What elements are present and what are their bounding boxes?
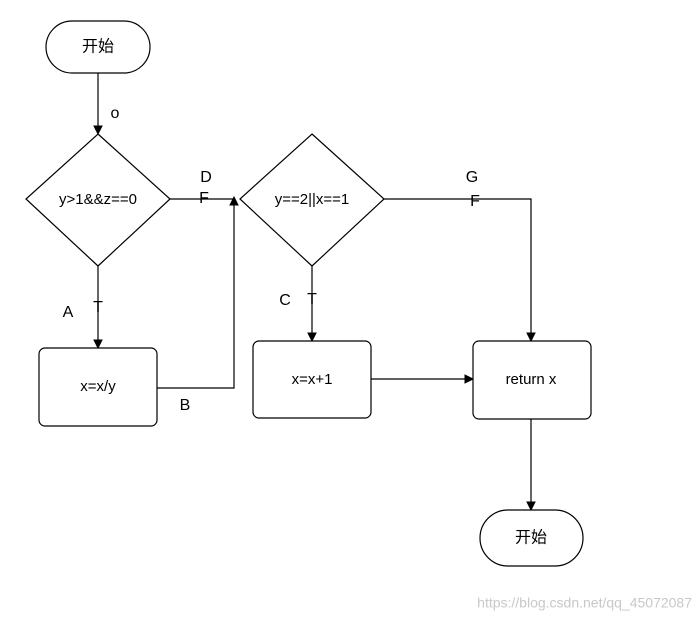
return-box — [472, 340, 592, 420]
assign-1-box — [38, 347, 158, 427]
return-label: return x — [506, 371, 557, 388]
edge-label-g: G — [466, 169, 478, 186]
assign-1-label: x=x/y — [80, 378, 116, 395]
edge-label-f2: F — [470, 193, 480, 210]
assign-2-label: x=x+1 — [292, 371, 333, 388]
arrowhead-cond1 — [93, 125, 103, 136]
condition-2-diamond — [239, 133, 385, 267]
edge-label-a: A — [63, 304, 74, 321]
edge-label-d: D — [200, 169, 212, 186]
start-terminal — [45, 20, 151, 74]
start-label: 开始 — [82, 37, 114, 56]
edge-label-f1: F — [199, 190, 209, 207]
arrowhead-end — [526, 501, 536, 512]
arrowhead-return-left — [464, 374, 475, 384]
edge-label-t1: T — [93, 299, 103, 316]
edge-label-t2: T — [307, 291, 317, 308]
edge-assign1-to-cond2 — [157, 205, 235, 389]
edge-label-c: C — [279, 292, 291, 309]
end-terminal — [479, 509, 584, 567]
condition-1-label: y>1&&z==0 — [59, 191, 137, 208]
end-label: 开始 — [515, 528, 547, 547]
arrowhead-assign1 — [93, 339, 103, 350]
arrowhead-assign2 — [307, 332, 317, 343]
edge-label-o: o — [111, 105, 120, 122]
assign-2-box — [252, 340, 372, 419]
watermark-text: https://blog.csdn.net/qq_45072087 — [477, 595, 692, 611]
condition-2-label: y==2||x==1 — [275, 191, 350, 208]
edge-label-b: B — [180, 397, 191, 414]
arrowhead-cond2 — [229, 195, 239, 206]
condition-1-diamond — [25, 133, 171, 267]
arrowhead-return-top — [526, 332, 536, 343]
edge-cond2-false — [384, 198, 532, 333]
